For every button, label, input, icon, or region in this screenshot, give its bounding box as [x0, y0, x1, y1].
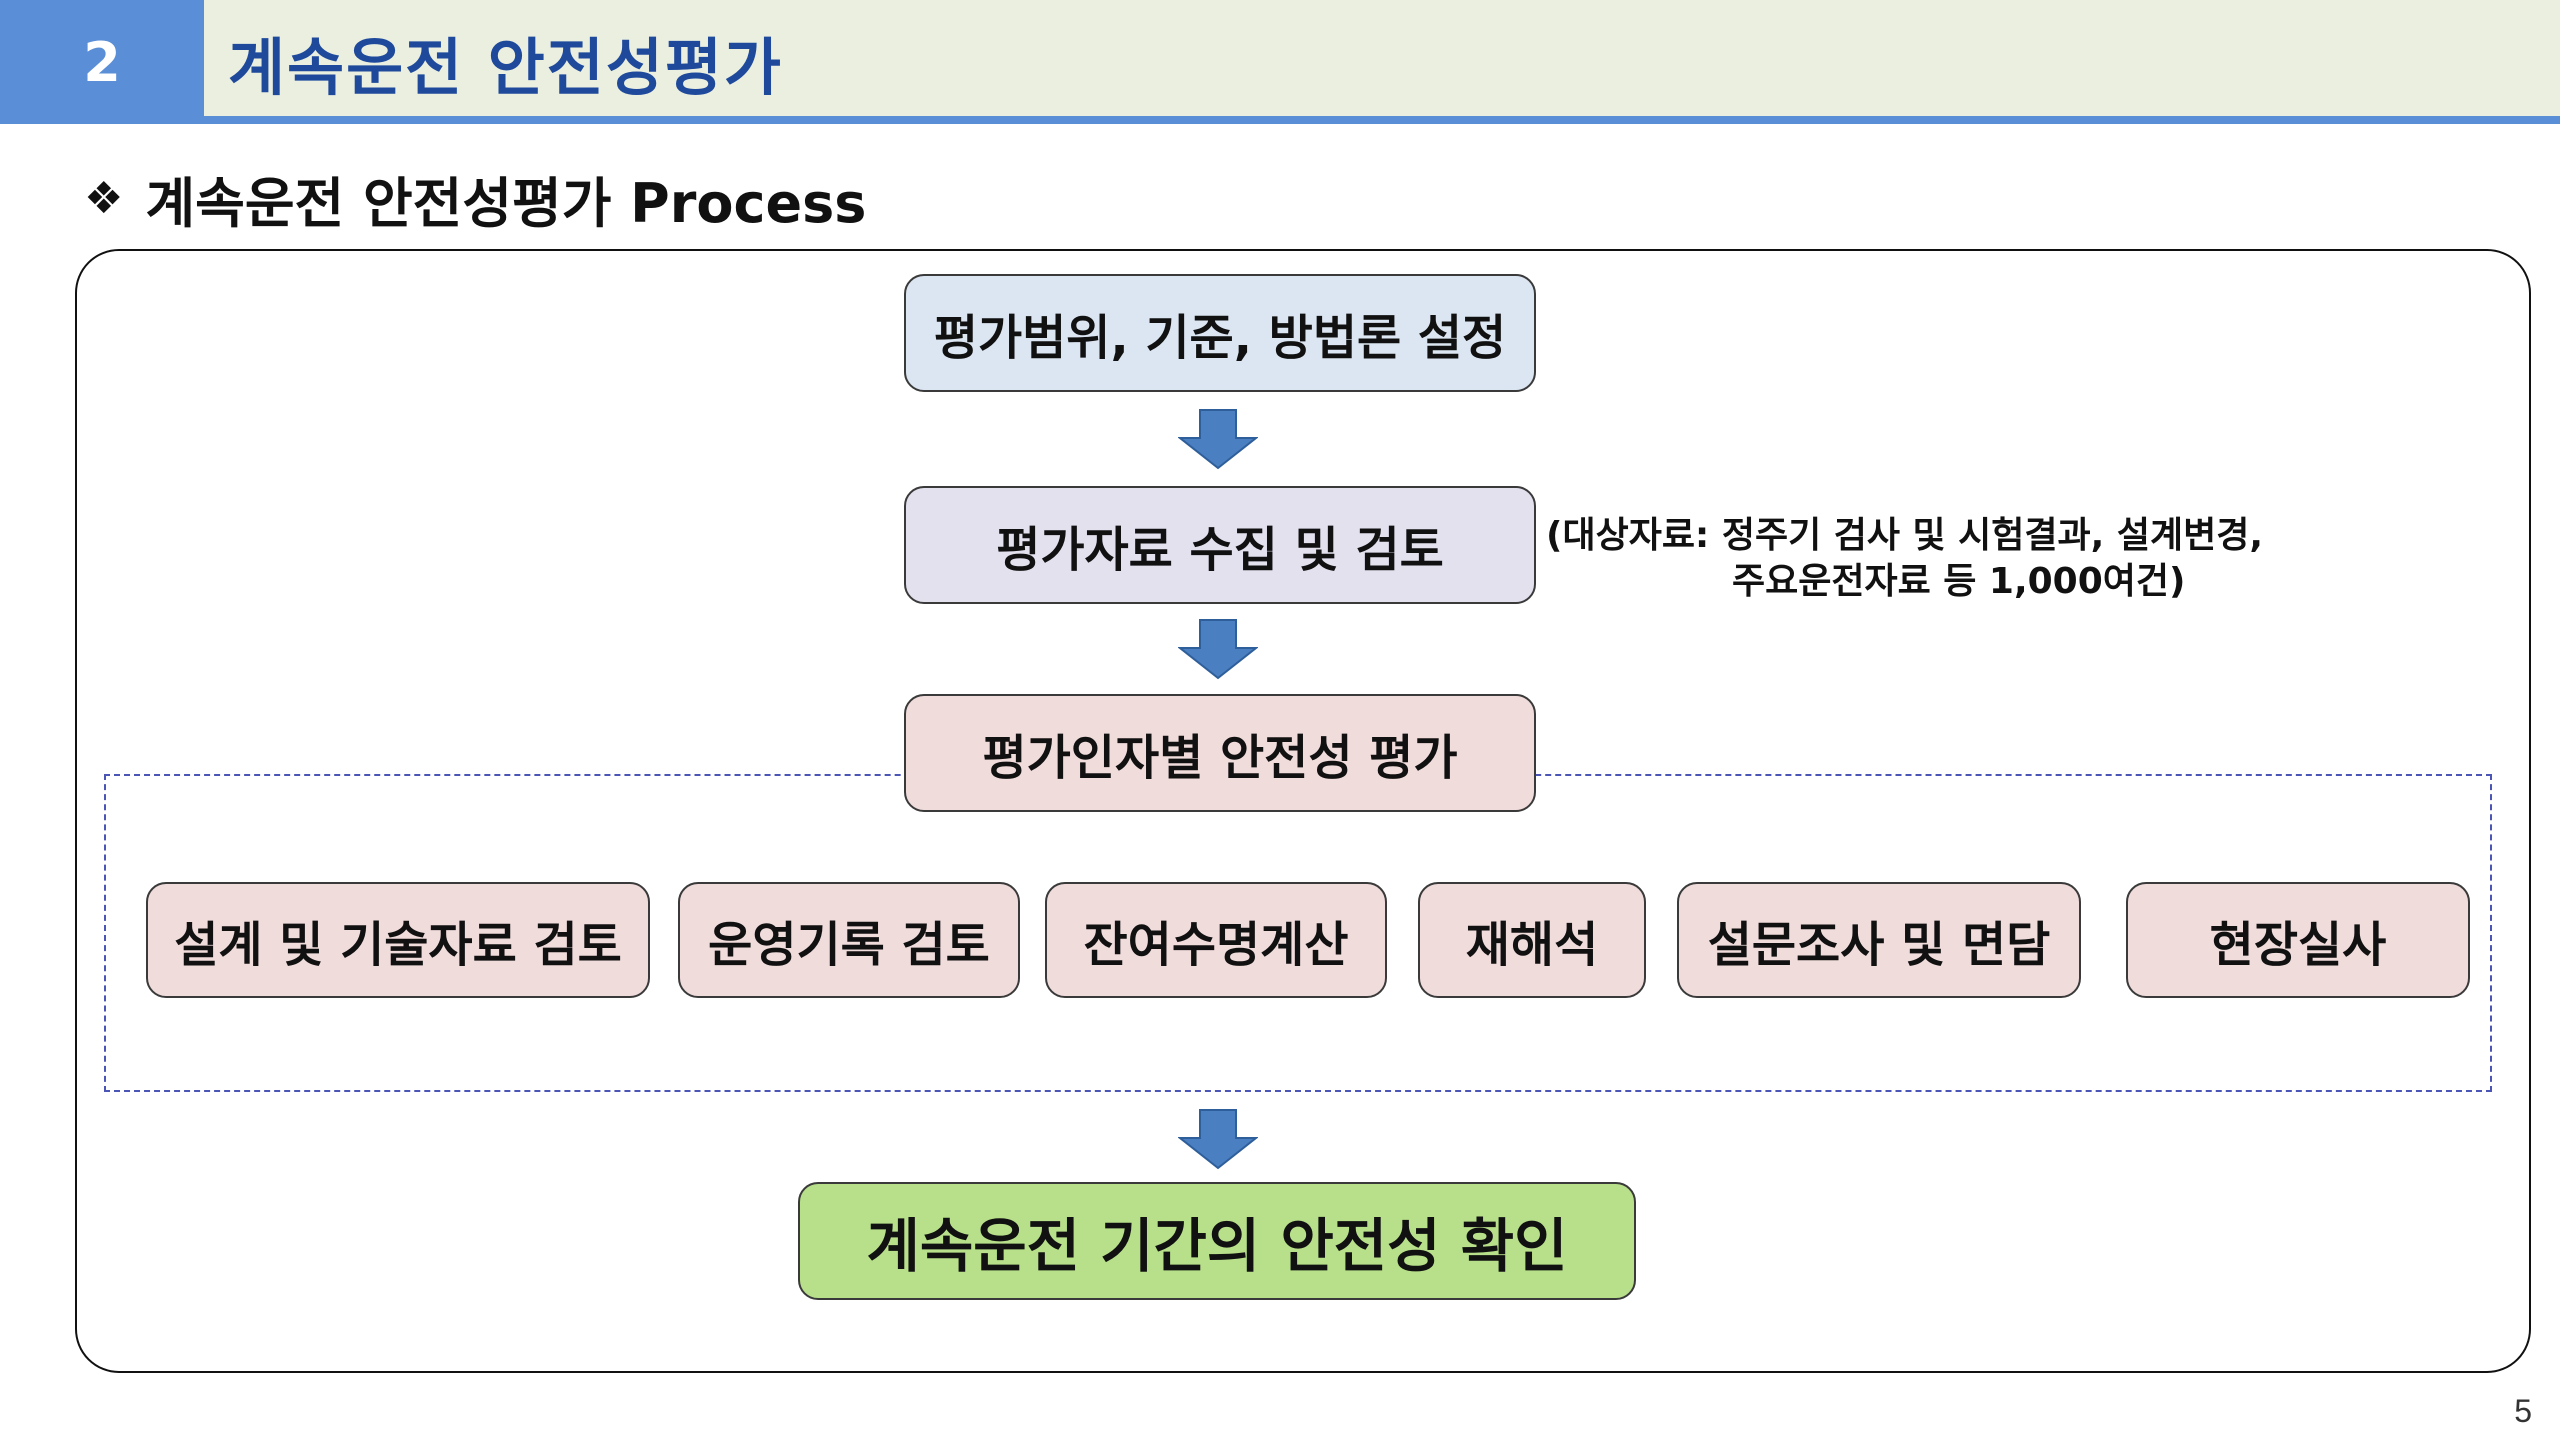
section-title: 계속운전 안전성평가 Process	[145, 171, 867, 235]
diamond-bullet-icon: ❖	[84, 172, 124, 224]
section-heading: ❖ 계속운전 안전성평가 Process	[84, 160, 866, 236]
step-factor-evaluation-label: 평가인자별 안전성 평가	[982, 730, 1458, 786]
header-band	[0, 0, 2560, 118]
section-number-badge: 2	[0, 0, 204, 124]
factor-design-review: 설계 및 기술자료 검토	[146, 882, 650, 998]
factor-label: 재해석	[1465, 917, 1599, 973]
page-title: 계속운전 안전성평가	[228, 31, 783, 104]
factor-survey-interview: 설문조사 및 면담	[1677, 882, 2081, 998]
result-label: 계속운전 기간의 안전성 확인	[866, 1212, 1568, 1280]
factor-label: 현장실사	[2209, 917, 2387, 973]
step-data-collection: 평가자료 수집 및 검토	[904, 486, 1536, 604]
process-frame	[75, 249, 2531, 1373]
factor-label: 운영기록 검토	[708, 917, 990, 973]
step-scope-setting-label: 평가범위, 기준, 방법론 설정	[933, 310, 1507, 366]
step-factor-evaluation: 평가인자별 안전성 평가	[904, 694, 1536, 812]
factor-reanalysis: 재해석	[1418, 882, 1646, 998]
factor-operation-records: 운영기록 검토	[678, 882, 1020, 998]
factor-label: 설문조사 및 면담	[1707, 917, 2051, 973]
down-arrow-icon	[1178, 619, 1258, 680]
factor-remaining-life: 잔여수명계산	[1045, 882, 1387, 998]
header-divider	[204, 116, 2560, 124]
result-safety-confirmation: 계속운전 기간의 안전성 확인	[798, 1182, 1636, 1300]
factor-site-inspection: 현장실사	[2126, 882, 2470, 998]
factor-label: 설계 및 기술자료 검토	[174, 917, 622, 973]
data-collection-note-line1: (대상자료: 정주기 검사 및 시험결과, 설계변경,	[1546, 515, 2264, 556]
step-data-collection-label: 평가자료 수집 및 검토	[996, 522, 1444, 578]
data-collection-note-line2: 주요운전자료 등 1,000여건)	[1732, 561, 2186, 602]
down-arrow-icon	[1178, 409, 1258, 470]
step-scope-setting: 평가범위, 기준, 방법론 설정	[904, 274, 1536, 392]
down-arrow-icon	[1178, 1109, 1258, 1170]
page-number: 5	[2514, 1393, 2532, 1429]
factor-label: 잔여수명계산	[1083, 917, 1349, 973]
